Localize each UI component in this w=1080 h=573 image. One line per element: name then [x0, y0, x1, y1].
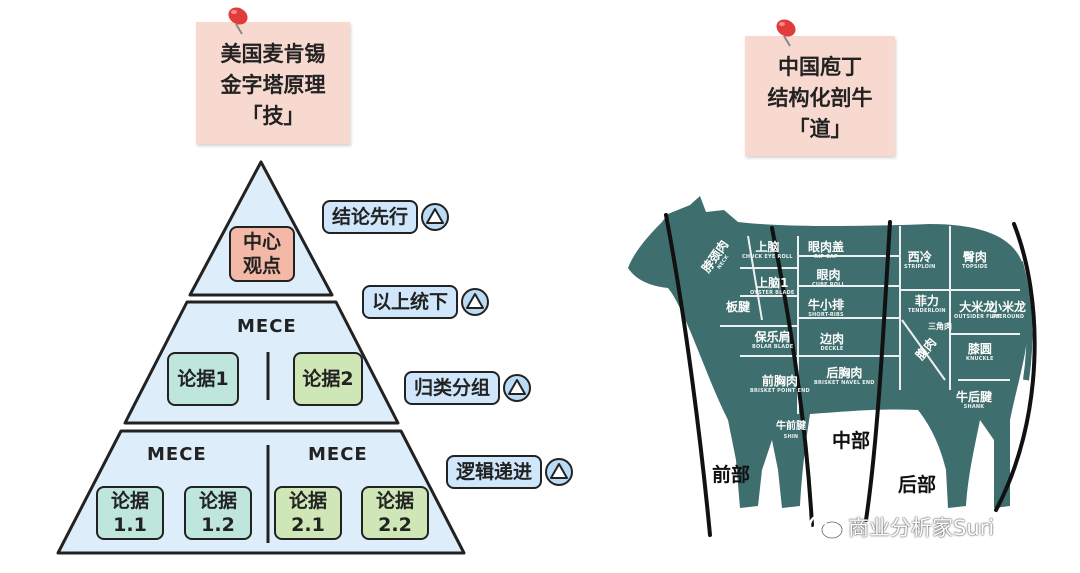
- watermark: 商业分析家Suri: [808, 512, 994, 542]
- section-label-rear: 后部: [898, 474, 937, 496]
- box-text: 论据: [198, 490, 237, 512]
- cow-body: [628, 196, 1029, 508]
- argument-box: 论据 2.2: [361, 486, 429, 540]
- principle-label: 归类分组: [404, 371, 501, 405]
- cut-label-outside-flat: 大米龙 OUTSIDER FLAT: [954, 300, 1001, 320]
- box-text: 论据1: [177, 368, 229, 390]
- mece-label: MECE: [237, 316, 297, 337]
- cut-label-knuckle: 膝圆 KNUCKLE: [966, 342, 994, 362]
- mece-label: MECE: [308, 444, 368, 465]
- center-point-box: 中心 观点: [229, 226, 295, 282]
- push-pin-icon: [228, 7, 248, 35]
- cut-label-topside: 臀肉 TOPSIDE: [962, 250, 988, 270]
- note-line: 「道」: [788, 117, 852, 141]
- box-text: 论据: [288, 490, 327, 512]
- triangle-badge-icon: [461, 288, 490, 316]
- cut-label-brisket-point: 前胸肉 BRISKET POINT END: [750, 374, 810, 394]
- box-text: 论据: [110, 490, 149, 512]
- cut-label-oyster-blade: 上脑1 OYSTER BLADE: [750, 276, 795, 296]
- box-text: 1.1: [113, 514, 147, 536]
- principle-tag: 以上统下: [362, 285, 490, 319]
- argument-box: 论据 2.1: [274, 486, 342, 540]
- cut-label-bolar-blade: 保乐肩 BOLAR BLADE: [752, 330, 794, 350]
- triangle-badge-icon: [545, 458, 574, 486]
- principle-label: 逻辑递进: [446, 455, 543, 489]
- push-pin-icon: [776, 19, 796, 47]
- box-text: 2.1: [291, 514, 325, 536]
- note-line: 「技」: [241, 104, 305, 128]
- cut-label-tail: 牛尾: [1018, 384, 1028, 404]
- section-label-middle: 中部: [832, 430, 871, 452]
- cut-label-deckle: 边肉 DECKLE: [820, 332, 845, 352]
- watermark-text: 商业分析家Suri: [848, 516, 995, 540]
- cow-tail: [1017, 261, 1033, 381]
- cut-label-shank: 牛后腱 SHANK: [956, 390, 993, 410]
- box-text: 2.2: [378, 514, 412, 536]
- box-text: 中心: [242, 231, 281, 253]
- box-text: 论据: [375, 490, 414, 512]
- triangle-badge-icon: [503, 374, 532, 402]
- mece-label: MECE: [147, 444, 207, 465]
- cut-label-blade: 板腱: [726, 300, 751, 314]
- cut-label-chuck: 上脑 CHUCK EYE ROLL: [742, 240, 793, 260]
- argument-box: 论据 1.2: [184, 486, 252, 540]
- box-text: 观点: [242, 255, 281, 277]
- cow-title-note: 中国庖丁 结构化剖牛 「道」: [745, 36, 895, 156]
- note-line: 美国麦肯锡: [220, 42, 326, 66]
- wechat-icon: [808, 513, 843, 539]
- argument-box: 论据 1.1: [96, 486, 164, 540]
- cut-label-short-ribs: 牛小排 SHORT-RIBS: [808, 298, 845, 318]
- box-text: 论据2: [302, 368, 354, 390]
- note-line: 中国庖丁: [778, 55, 862, 79]
- argument-box: 论据1: [167, 352, 239, 406]
- box-text: 1.2: [201, 514, 235, 536]
- principle-tag: 结论先行: [322, 200, 450, 234]
- principle-tag: 逻辑递进: [446, 455, 574, 489]
- section-divider-lines: [664, 213, 1037, 537]
- cut-label-tenderloin: 菲力 TENDERLOIN: [908, 294, 946, 314]
- cut-label-cube-roll: 眼肉 CUBE ROLL: [812, 268, 845, 288]
- cut-label-striploin: 西冷 STRIPLOIN: [904, 250, 936, 270]
- principle-label: 结论先行: [322, 200, 419, 234]
- cut-label-triangle: 三角肉: [928, 322, 952, 331]
- argument-box: 论据2: [293, 352, 363, 406]
- cut-label-eye-round: 小米龙 EYEROUND: [990, 300, 1027, 320]
- section-label-front: 前部: [712, 464, 751, 486]
- cut-label-brisket-navel: 后胸肉 BRISKET NAVEL END: [814, 366, 875, 386]
- principle-label: 以上统下: [362, 285, 459, 319]
- principle-tag: 归类分组: [404, 371, 532, 405]
- triangle-badge-icon: [421, 203, 450, 231]
- cut-label-rib-cap: 眼肉盖 RIP CAP: [808, 240, 845, 260]
- pyramid-title-note: 美国麦肯锡 金字塔原理 「技」: [196, 22, 350, 144]
- note-line: 结构化剖牛: [767, 86, 873, 110]
- cut-label-shin: 牛前腱 SHIN: [776, 421, 806, 440]
- note-line: 金字塔原理: [220, 73, 326, 97]
